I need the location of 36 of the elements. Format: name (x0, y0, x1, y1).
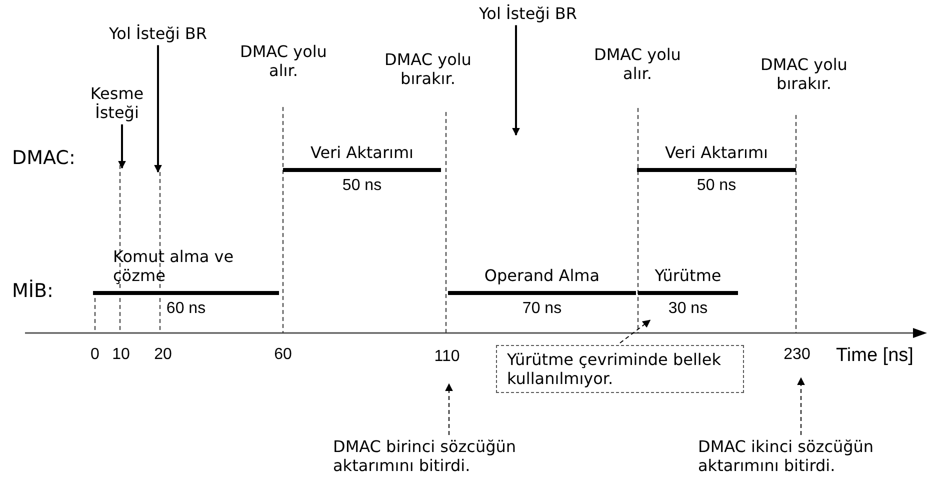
tick-label: 20 (153, 345, 173, 364)
row-label: MİB: (12, 280, 54, 303)
note-box (496, 345, 744, 394)
duration-label: 30 ns (667, 299, 709, 318)
tick-label: 60 (273, 345, 293, 364)
leader-line (620, 320, 651, 344)
tick-label: 230 (782, 345, 812, 364)
annotation-text: DMAC birinci sözcüğün aktarımını bitirdi. (333, 437, 518, 476)
duration-label: 50 ns (341, 176, 383, 196)
row-label: DMAC: (12, 147, 76, 170)
tick-label: 110 (433, 347, 461, 366)
phase-label: Yürütme (654, 265, 722, 285)
annotation-text: Kesme İsteği (89, 84, 145, 122)
arrow (154, 45, 162, 173)
annotation-text: Yol İsteği BR (108, 24, 208, 44)
note-text: Yürütme çevriminde bellek kullanılmıyor. (507, 350, 722, 388)
arrow (118, 124, 126, 169)
duration-label: 70 ns (521, 299, 563, 318)
tick-label: 0 (90, 345, 100, 364)
phase-label: Veri Aktarımı (664, 142, 769, 162)
tick-label: 10 (111, 345, 131, 364)
event-label: DMAC yolu bırakır. (760, 55, 848, 94)
annotation-text: DMAC ikinci sözcüğün aktarımını bitirdi. (698, 437, 875, 476)
phase-label: Veri Aktarımı (310, 142, 414, 162)
event-label: DMAC yolu alır. (239, 42, 328, 80)
event-label: DMAC yolu alır. (593, 45, 682, 84)
phase-label: Operand Alma (483, 265, 601, 285)
duration-label: 60 ns (165, 299, 207, 318)
event-label: DMAC yolu bırakır. (384, 50, 472, 88)
axis-title: Time [ns] (836, 345, 914, 368)
leader-line (797, 377, 805, 436)
phase-label: Komut alma ve çözme (113, 246, 235, 285)
leader-line (445, 383, 453, 436)
duration-label: 50 ns (696, 176, 738, 196)
annotation-text: Yol İsteği BR (478, 4, 578, 24)
arrow (512, 25, 520, 136)
